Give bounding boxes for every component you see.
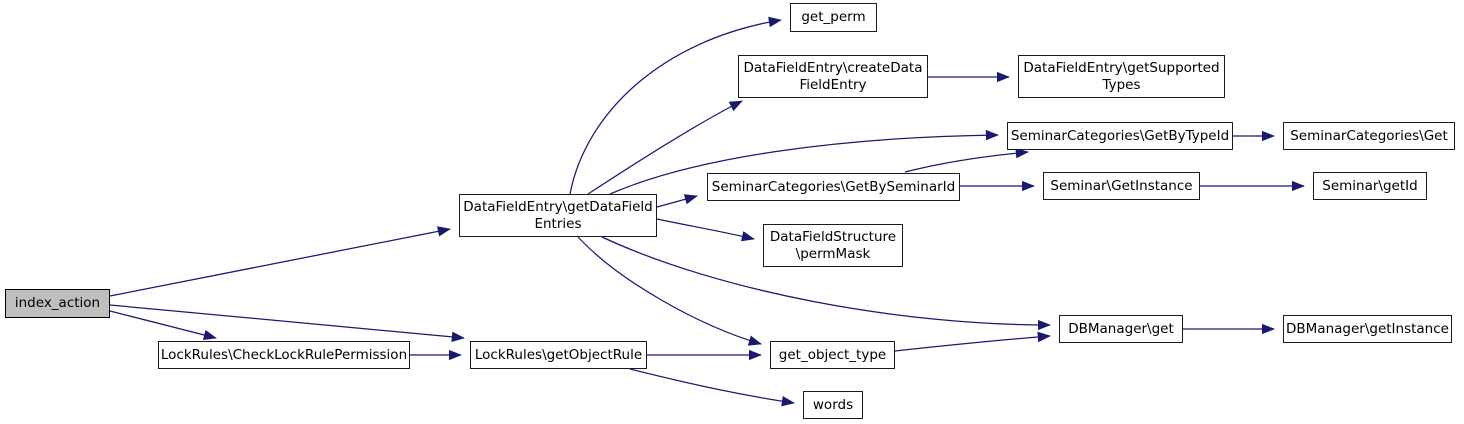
node-seminar-getinstance[interactable]: Seminar\GetInstance (1043, 172, 1200, 200)
node-dbmanager-get[interactable]: DBManager\get (1059, 315, 1183, 343)
node-dbmanager-getinstance[interactable]: DBManager\getInstance (1283, 315, 1452, 343)
node-datafieldentry-getsupportedtypes[interactable]: DataFieldEntry\getSupported Types (1018, 55, 1225, 98)
edge-getdatafieldentries-to-createdatafieldentry (587, 100, 743, 195)
node-datafieldentry-getdatafieldentries[interactable]: DataFieldEntry\getDataField Entries (459, 194, 657, 237)
node-seminarcategories-get[interactable]: SeminarCategories\Get (1283, 122, 1455, 150)
node-seminarcategories-getbytypeid[interactable]: SeminarCategories\GetByTypeId (1007, 122, 1233, 150)
node-seminar-getid[interactable]: Seminar\getId (1313, 172, 1427, 200)
node-words[interactable]: words (803, 391, 863, 419)
node-lockrules-checklockrulepermission[interactable]: LockRules\CheckLockRulePermission (158, 341, 410, 369)
edge-get-object-type-to-dbmanager-get (894, 331, 1051, 352)
node-datafieldentry-createdatafieldentry[interactable]: DataFieldEntry\createData FieldEntry (738, 55, 928, 98)
edge-getdatafieldentries-to-get-perm (569, 16, 782, 195)
edge-index-action-to-getobjectrule (109, 304, 465, 343)
node-get-perm[interactable]: get_perm (790, 3, 877, 32)
edge-getbyseminarid-to-getbytypeid (904, 147, 1029, 173)
node-seminarcategories-getbyseminarid[interactable]: SeminarCategories\GetBySeminarId (707, 173, 960, 201)
edge-getdatafieldentries-to-getbyseminarid (656, 194, 698, 208)
edge-getdatafieldentries-to-dbmanager-get (601, 236, 1051, 331)
edge-getdatafieldentries-to-getbytypeid (609, 129, 999, 195)
edge-getdatafieldentries-to-get-object-type (577, 236, 762, 346)
edge-index-action-to-getdatafieldentries (109, 226, 451, 297)
node-datafieldstructure-permmask[interactable]: DataFieldStructure \permMask (763, 224, 903, 267)
node-index-action[interactable]: index_action (5, 289, 110, 318)
edge-index-action-to-checklockrulepermission (109, 310, 217, 341)
node-lockrules-getobjectrule[interactable]: LockRules\getObjectRule (470, 341, 647, 369)
edge-getdatafieldentries-to-permmask (656, 218, 755, 242)
edge-getobjectrule-to-words (629, 368, 795, 407)
node-get-object-type[interactable]: get_object_type (770, 341, 895, 369)
